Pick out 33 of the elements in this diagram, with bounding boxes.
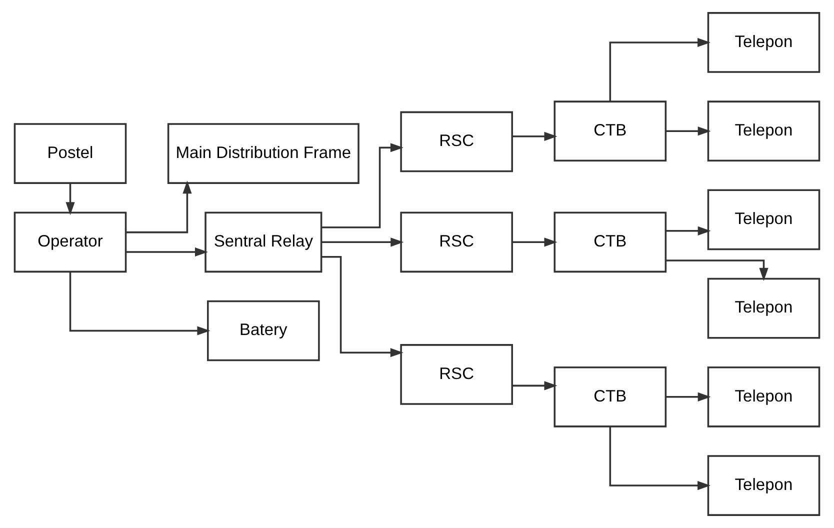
node-box: RSC xyxy=(400,344,513,405)
node-box: CTB xyxy=(554,100,667,162)
arrow xyxy=(666,392,711,402)
arrow xyxy=(666,260,768,281)
arrow xyxy=(69,272,210,336)
arrow xyxy=(512,238,558,247)
node-box: RSC xyxy=(400,111,513,172)
arrow xyxy=(321,238,404,247)
node-box: Main Distribution Frame xyxy=(167,123,360,184)
node-box: Telepon xyxy=(707,189,820,250)
node-box: Telepon xyxy=(707,100,820,162)
node-box: Telepon xyxy=(707,278,820,339)
arrow xyxy=(609,426,711,490)
arrow xyxy=(126,180,192,234)
arrow xyxy=(66,184,75,216)
node-box: Operator xyxy=(14,212,127,273)
arrow xyxy=(666,126,711,136)
arrow xyxy=(126,247,208,257)
node-box: Telepon xyxy=(707,366,820,428)
node-box: Batery xyxy=(207,300,320,362)
arrow xyxy=(322,143,404,228)
node-box: Telepon xyxy=(707,12,820,73)
node-box: Sentral Relay xyxy=(204,212,322,273)
node-box: CTB xyxy=(554,212,667,273)
node-box: Telepon xyxy=(707,455,820,516)
arrow xyxy=(666,226,711,236)
arrow xyxy=(609,38,711,102)
arrow xyxy=(512,132,558,141)
arrow xyxy=(322,256,404,358)
node-box: RSC xyxy=(400,212,513,273)
node-box: Postel xyxy=(14,123,127,184)
arrow xyxy=(512,381,558,390)
node-box: CTB xyxy=(554,366,667,428)
